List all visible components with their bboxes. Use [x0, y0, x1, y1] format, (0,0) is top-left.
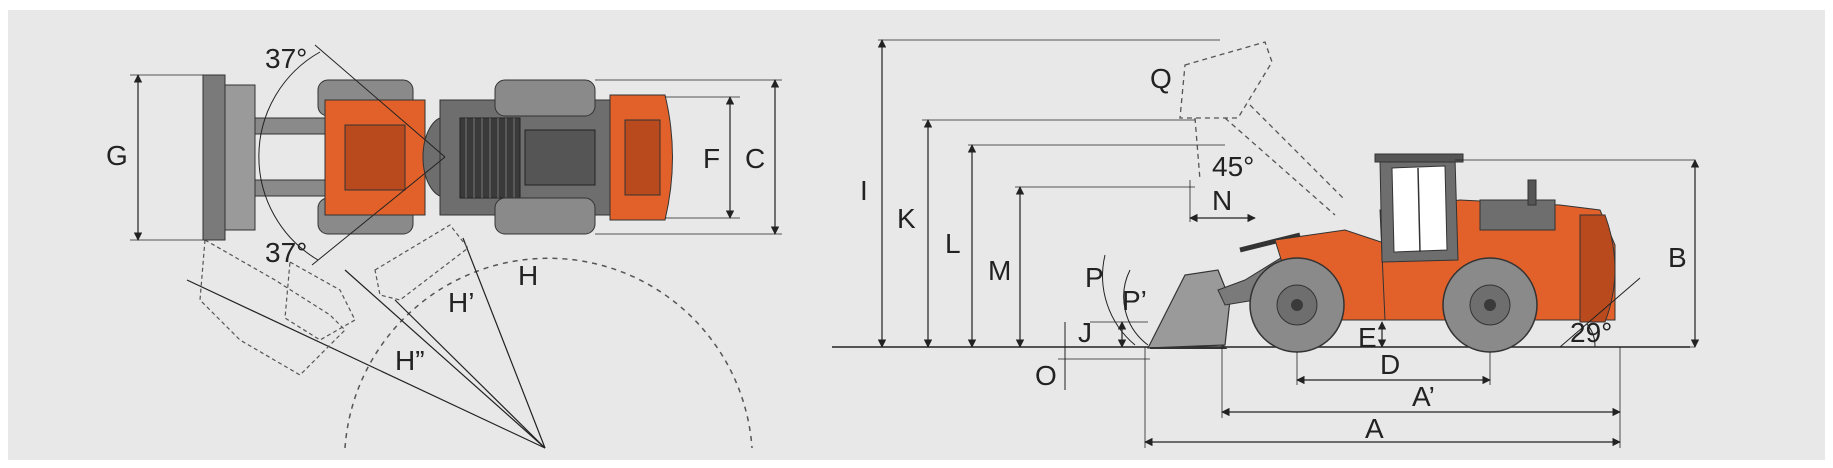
angle-line-top — [314, 44, 446, 158]
angle-rear-label: 29° — [1570, 317, 1612, 348]
top-front-frame-detail — [344, 124, 406, 191]
side-view: I K L M B J O P P’ Q 45° N E — [832, 39, 1700, 448]
side-engine-hood — [1479, 199, 1556, 231]
turn-radius-line-4 — [394, 299, 546, 449]
label-p: P — [1085, 262, 1104, 293]
side-cab-window-divider — [1417, 167, 1421, 253]
top-rear-tire-lower — [494, 197, 596, 235]
label-e: E — [1358, 322, 1377, 353]
label-h-prime: H’ — [448, 287, 474, 318]
label-o: O — [1035, 360, 1057, 391]
angle-arc-p-prime — [1102, 254, 1136, 346]
angle-arc-p — [1123, 269, 1149, 346]
label-b: B — [1668, 242, 1687, 273]
label-c: C — [745, 143, 765, 174]
label-g: G — [106, 140, 128, 171]
raised-bucket-outline — [1179, 41, 1346, 216]
turn-radius-line-1 — [462, 237, 546, 449]
top-cab-roof — [524, 129, 596, 186]
top-bucket — [202, 74, 226, 241]
label-d: D — [1380, 349, 1400, 380]
angle-top-label: 37° — [265, 43, 307, 74]
top-lift-arm-lower — [254, 179, 326, 197]
label-n: N — [1212, 185, 1232, 216]
side-front-hub — [1291, 299, 1303, 311]
label-p-prime: P’ — [1122, 285, 1147, 316]
label-i: I — [860, 175, 868, 206]
label-j: J — [1078, 317, 1092, 348]
steering-angle-arc — [258, 51, 321, 261]
side-extension-lines — [878, 39, 1695, 348]
turn-radius-line-3 — [344, 269, 546, 449]
label-h-double-prime: H” — [395, 345, 425, 376]
angle-bottom-label: 37° — [265, 237, 307, 268]
label-l: L — [945, 228, 961, 259]
top-counterweight-detail — [624, 119, 661, 196]
side-cab-roof — [1374, 153, 1464, 163]
label-m: M — [988, 255, 1011, 286]
top-lift-arm-upper — [254, 117, 326, 135]
side-bucket-edge — [1150, 344, 1228, 349]
label-q: Q — [1150, 63, 1172, 94]
side-rear-hub — [1484, 299, 1496, 311]
side-counterweight — [1579, 214, 1616, 323]
top-rear-tire-upper — [494, 79, 596, 117]
label-k: K — [897, 203, 916, 234]
turning-circle-arc — [344, 257, 753, 449]
side-exhaust-stack — [1527, 179, 1537, 206]
label-h: H — [518, 260, 538, 291]
top-bucket-back — [224, 84, 256, 231]
angle-line-bottom — [311, 156, 446, 266]
label-f: F — [703, 143, 720, 174]
departure-angle-arc — [1586, 323, 1596, 348]
label-a-prime: A’ — [1412, 381, 1435, 412]
top-engine-grille-lines — [465, 118, 515, 198]
label-a: A — [1365, 413, 1384, 444]
departure-angle-line — [1559, 277, 1641, 348]
angle-bucket-label: 45° — [1212, 151, 1254, 182]
top-view: G F C 37° 37° H H’ H” — [106, 43, 782, 449]
turn-radius-line-2 — [186, 279, 546, 449]
turned-machine-outline — [199, 224, 469, 376]
side-bucket — [1147, 269, 1231, 349]
